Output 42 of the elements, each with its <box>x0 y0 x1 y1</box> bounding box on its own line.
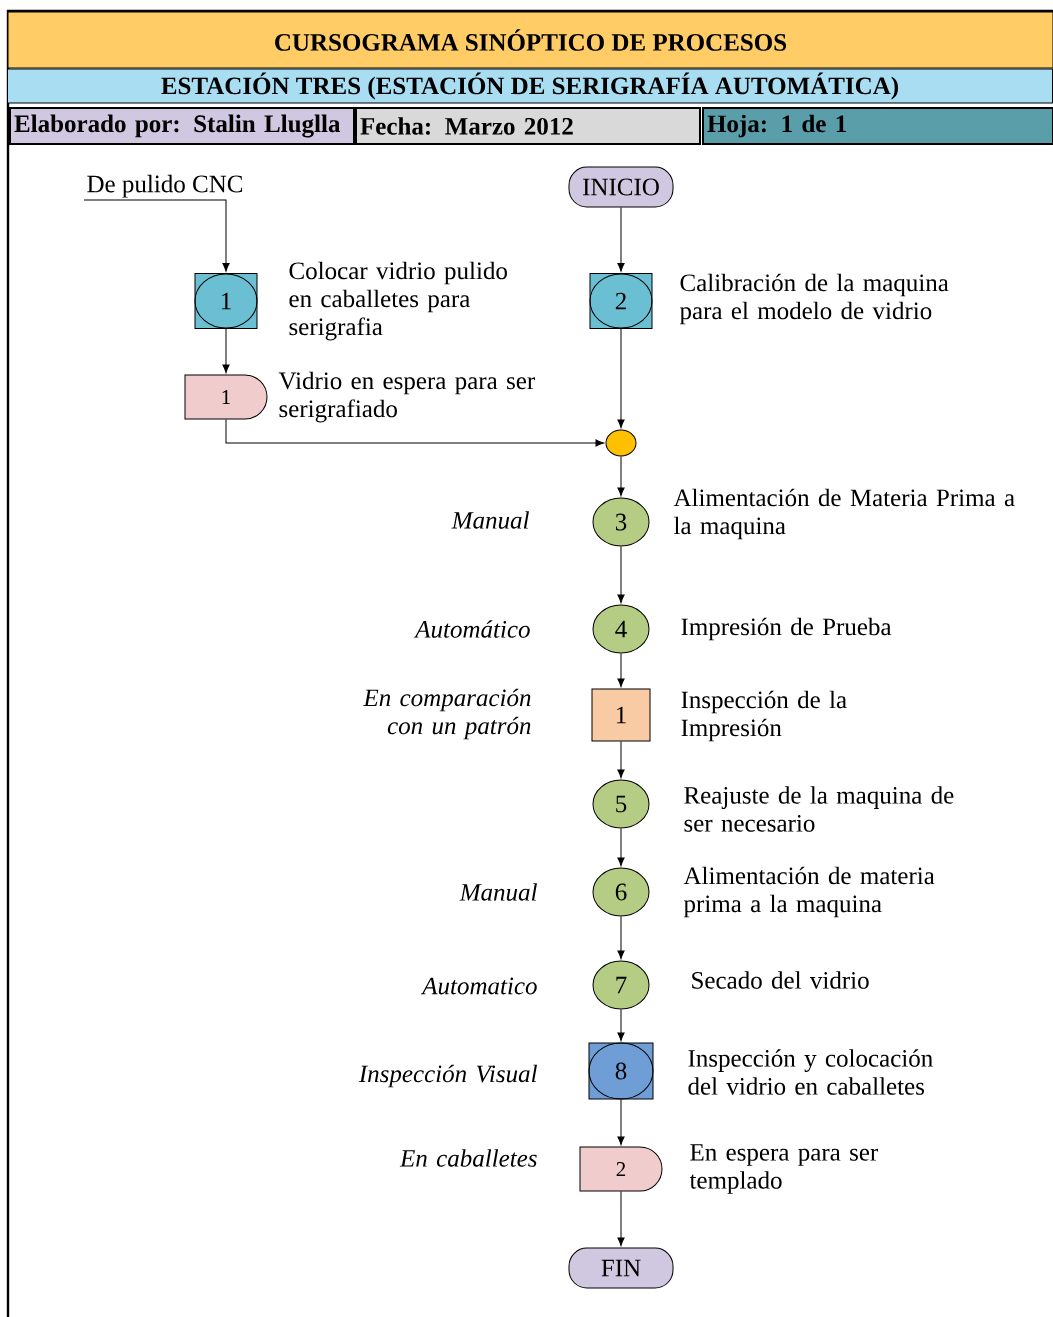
arrow <box>83 199 230 272</box>
step-description: Secado del vidrio <box>692 971 869 989</box>
arrow <box>617 741 625 779</box>
method-label: Inspección Visual <box>358 1064 537 1088</box>
arrow <box>617 456 625 497</box>
method-label: En comparación con un patrón <box>363 688 531 740</box>
terminal-box: FIN <box>568 1247 674 1289</box>
method-label: Manual <box>451 511 529 529</box>
arrow <box>617 653 625 688</box>
step-description: Calibración de la maquina para el modelo de vidrio <box>679 273 949 325</box>
arrow <box>617 1009 625 1042</box>
header-cell: Hoja: 1 de 1 <box>702 107 1053 145</box>
arrow <box>617 546 625 604</box>
arrow <box>617 1099 625 1146</box>
inspection-square: 1 <box>591 688 651 742</box>
header-cell: Elaborado por: Stalin Lluglla <box>9 107 355 145</box>
source-label: De pulido CNC <box>87 174 243 198</box>
terminal-box: INICIO <box>568 166 674 208</box>
method-label: Automatico <box>420 977 537 995</box>
step-description: Inspección de la Impresión <box>681 690 847 742</box>
arrow <box>225 419 605 447</box>
step-description: Alimentación de Materia Prima a la maquina <box>673 488 1015 540</box>
header-cell: Fecha: Marzo 2012 <box>355 107 701 145</box>
method-label: Automático <box>413 620 530 638</box>
arrow <box>222 328 230 374</box>
step-description: Inspección y colocación del vidrio en caballetes <box>688 1049 933 1095</box>
step-description: Impresión de Prueba <box>681 617 892 641</box>
method-label: Manual <box>459 883 537 901</box>
method-label: En caballetes <box>399 1149 537 1167</box>
step-description: Reajuste de la maquina de ser necesario <box>684 786 954 832</box>
subtitle-band: ESTACIÓN TRES (ESTACIÓN DE SERIGRAFÍA AUTOMÁTICA) <box>7 68 1053 104</box>
arrow <box>617 916 625 960</box>
arrow <box>617 207 625 272</box>
step-description: Vidrio en espera para ser serigrafiado <box>278 371 535 423</box>
step-description: Alimentación de materia prima a la maquina <box>683 866 935 918</box>
junction-circle <box>605 429 637 457</box>
arrow <box>617 828 625 867</box>
arrow <box>617 328 625 429</box>
step-description: Colocar vidrio pulido en caballetes para serigrafia <box>289 261 507 341</box>
title-band: CURSOGRAMA SINÓPTICO DE PROCESOS <box>7 11 1053 69</box>
arrow <box>617 1191 625 1247</box>
step-description: En espera para ser templado <box>689 1144 879 1194</box>
